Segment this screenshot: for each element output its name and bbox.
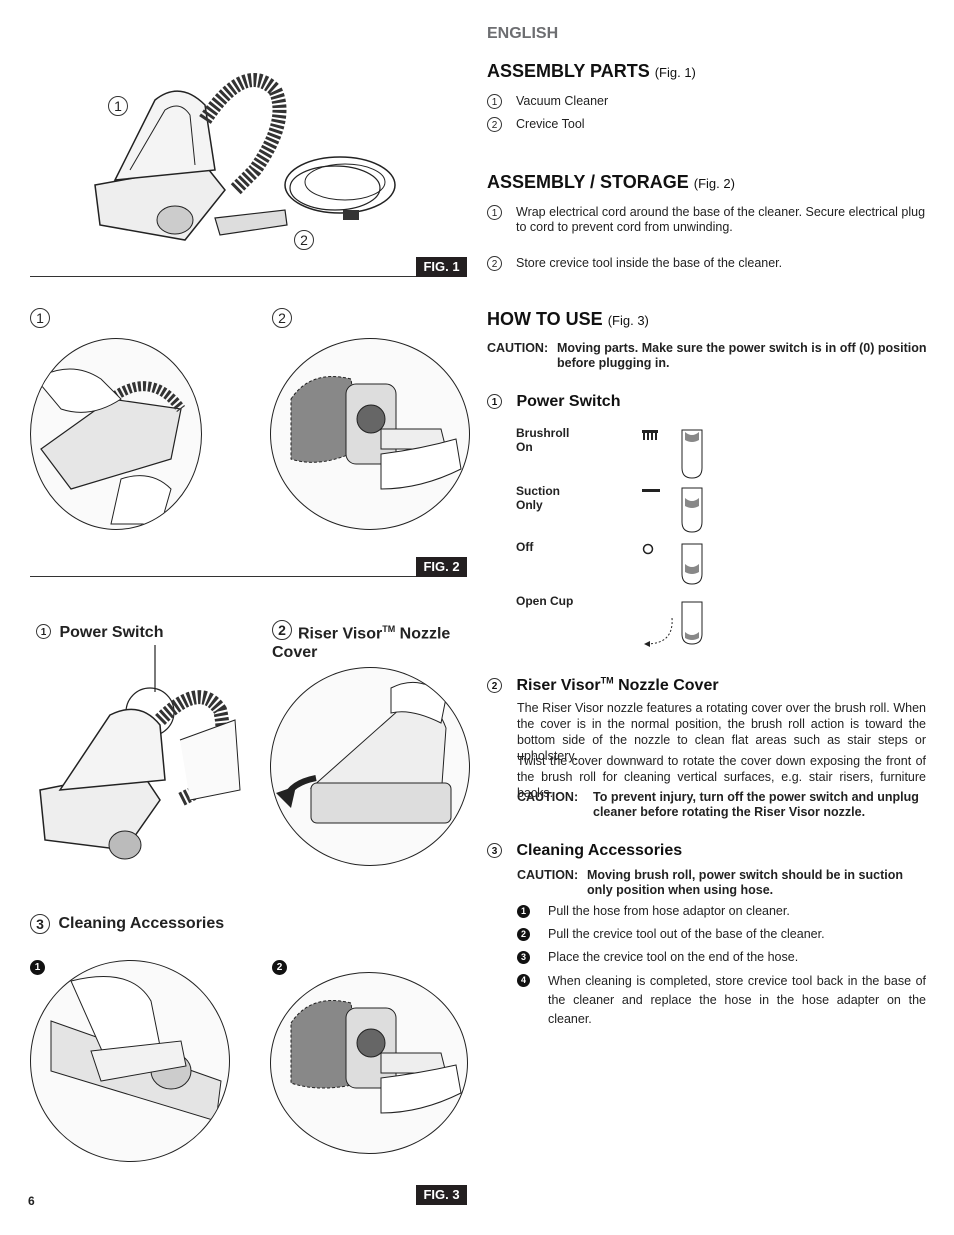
fig2-rule (30, 576, 467, 577)
switch-position-suction: Suction Only (516, 484, 560, 512)
cleaning-accessories-heading: 3 Cleaning Accessories (487, 842, 682, 860)
fig2-callout-1: 1 (30, 308, 50, 328)
cleaning-step-4: 4 When cleaning is completed, store crev… (517, 972, 926, 1029)
nozzle-rotate-illustration (276, 681, 452, 824)
cord-wrap-illustration (35, 368, 185, 525)
crevice-storage-illustration (290, 376, 462, 490)
riser-visor-title: Riser VisorTM Nozzle Cover (516, 676, 719, 695)
switch-graphic-suction (681, 487, 703, 533)
cleaning-step-1: 1 Pull the hose from hose adaptor on cle… (517, 904, 926, 919)
fig3-power-switch-label: 1 Power Switch (36, 624, 163, 642)
assembly-storage-item-1: 1 Wrap electrical cord around the base o… (487, 205, 927, 235)
switch-graphic-off (681, 543, 703, 585)
switch-graphic-open-cup (681, 601, 703, 645)
page-number: 6 (28, 1194, 35, 1208)
riser-visor-para-1: The Riser Visor nozzle features a rotati… (517, 701, 926, 763)
fig3-step1-image (30, 960, 230, 1162)
fig3-riser-visor-label: 2 Riser VisorTM Nozzle Cover (272, 620, 451, 662)
fig1-rule (30, 276, 467, 277)
how-to-use-caution: CAUTION: Moving parts. Make sure the pow… (487, 341, 927, 370)
crevice-removal-illustration (290, 1000, 462, 1114)
fig2-image-1 (30, 338, 202, 530)
fig1-vacuum-illustration (94, 73, 396, 241)
fig2-callout-2: 2 (272, 308, 292, 328)
suction-symbol-icon (642, 489, 660, 492)
fig3-step2-marker: 2 (272, 957, 287, 975)
fig1-tag: FIG. 1 (416, 257, 467, 277)
riser-visor-para-2: Twist the cover downward to rotate the c… (517, 754, 926, 800)
assembly-storage-item-2: 2 Store crevice tool inside the base of … (487, 256, 927, 271)
cleaning-step-3: 3 Place the crevice tool on the end of t… (517, 950, 926, 965)
language-label: ENGLISH (487, 25, 559, 42)
fig3-step2-image (270, 972, 468, 1154)
open-cup-symbol-icon (644, 617, 673, 647)
fig3-cleaning-label: 3 Cleaning Accessories (30, 914, 224, 934)
fig3-riser-visor-image (270, 667, 470, 866)
riser-visor-caution: CAUTION: To prevent injury, turn off the… (517, 790, 919, 819)
power-switch-heading: 1 Power Switch (487, 393, 620, 411)
fig2-image-2 (270, 338, 470, 530)
assembly-storage-heading: ASSEMBLY / STORAGE (Fig. 2) (487, 172, 735, 192)
fig2-tag: FIG. 2 (416, 557, 467, 577)
fig3-tag: FIG. 3 (416, 1185, 467, 1205)
cleaning-caution: CAUTION: Moving brush roll, power switch… (517, 868, 903, 897)
how-to-use-heading: HOW TO USE (Fig. 3) (487, 309, 649, 329)
riser-visor-heading: 2 Riser VisorTM Nozzle Cover (487, 676, 719, 695)
switch-position-off: Off (516, 540, 534, 554)
switch-position-open-cup: Open Cup (516, 594, 574, 608)
assembly-parts-item-2: 2 Crevice Tool (487, 117, 585, 132)
assembly-parts-item-1: 1 Vacuum Cleaner (487, 94, 608, 109)
fig3-step1-marker: 1 (30, 957, 45, 975)
switch-position-brushroll: Brushroll On (516, 426, 570, 454)
assembly-parts-heading: ASSEMBLY PARTS (Fig. 1) (487, 61, 696, 81)
fig1-callout-2: 2 (294, 230, 314, 250)
cleaning-step-2: 2 Pull the crevice tool out of the base … (517, 927, 926, 942)
fig3-vacuum-illustration (39, 690, 241, 860)
brushroll-symbol-icon (642, 430, 658, 440)
switch-graphic-brushroll (681, 429, 703, 479)
fig1-callout-1: 1 (108, 96, 128, 116)
hose-removal-illustration (50, 976, 222, 1122)
off-symbol-icon (642, 543, 654, 555)
